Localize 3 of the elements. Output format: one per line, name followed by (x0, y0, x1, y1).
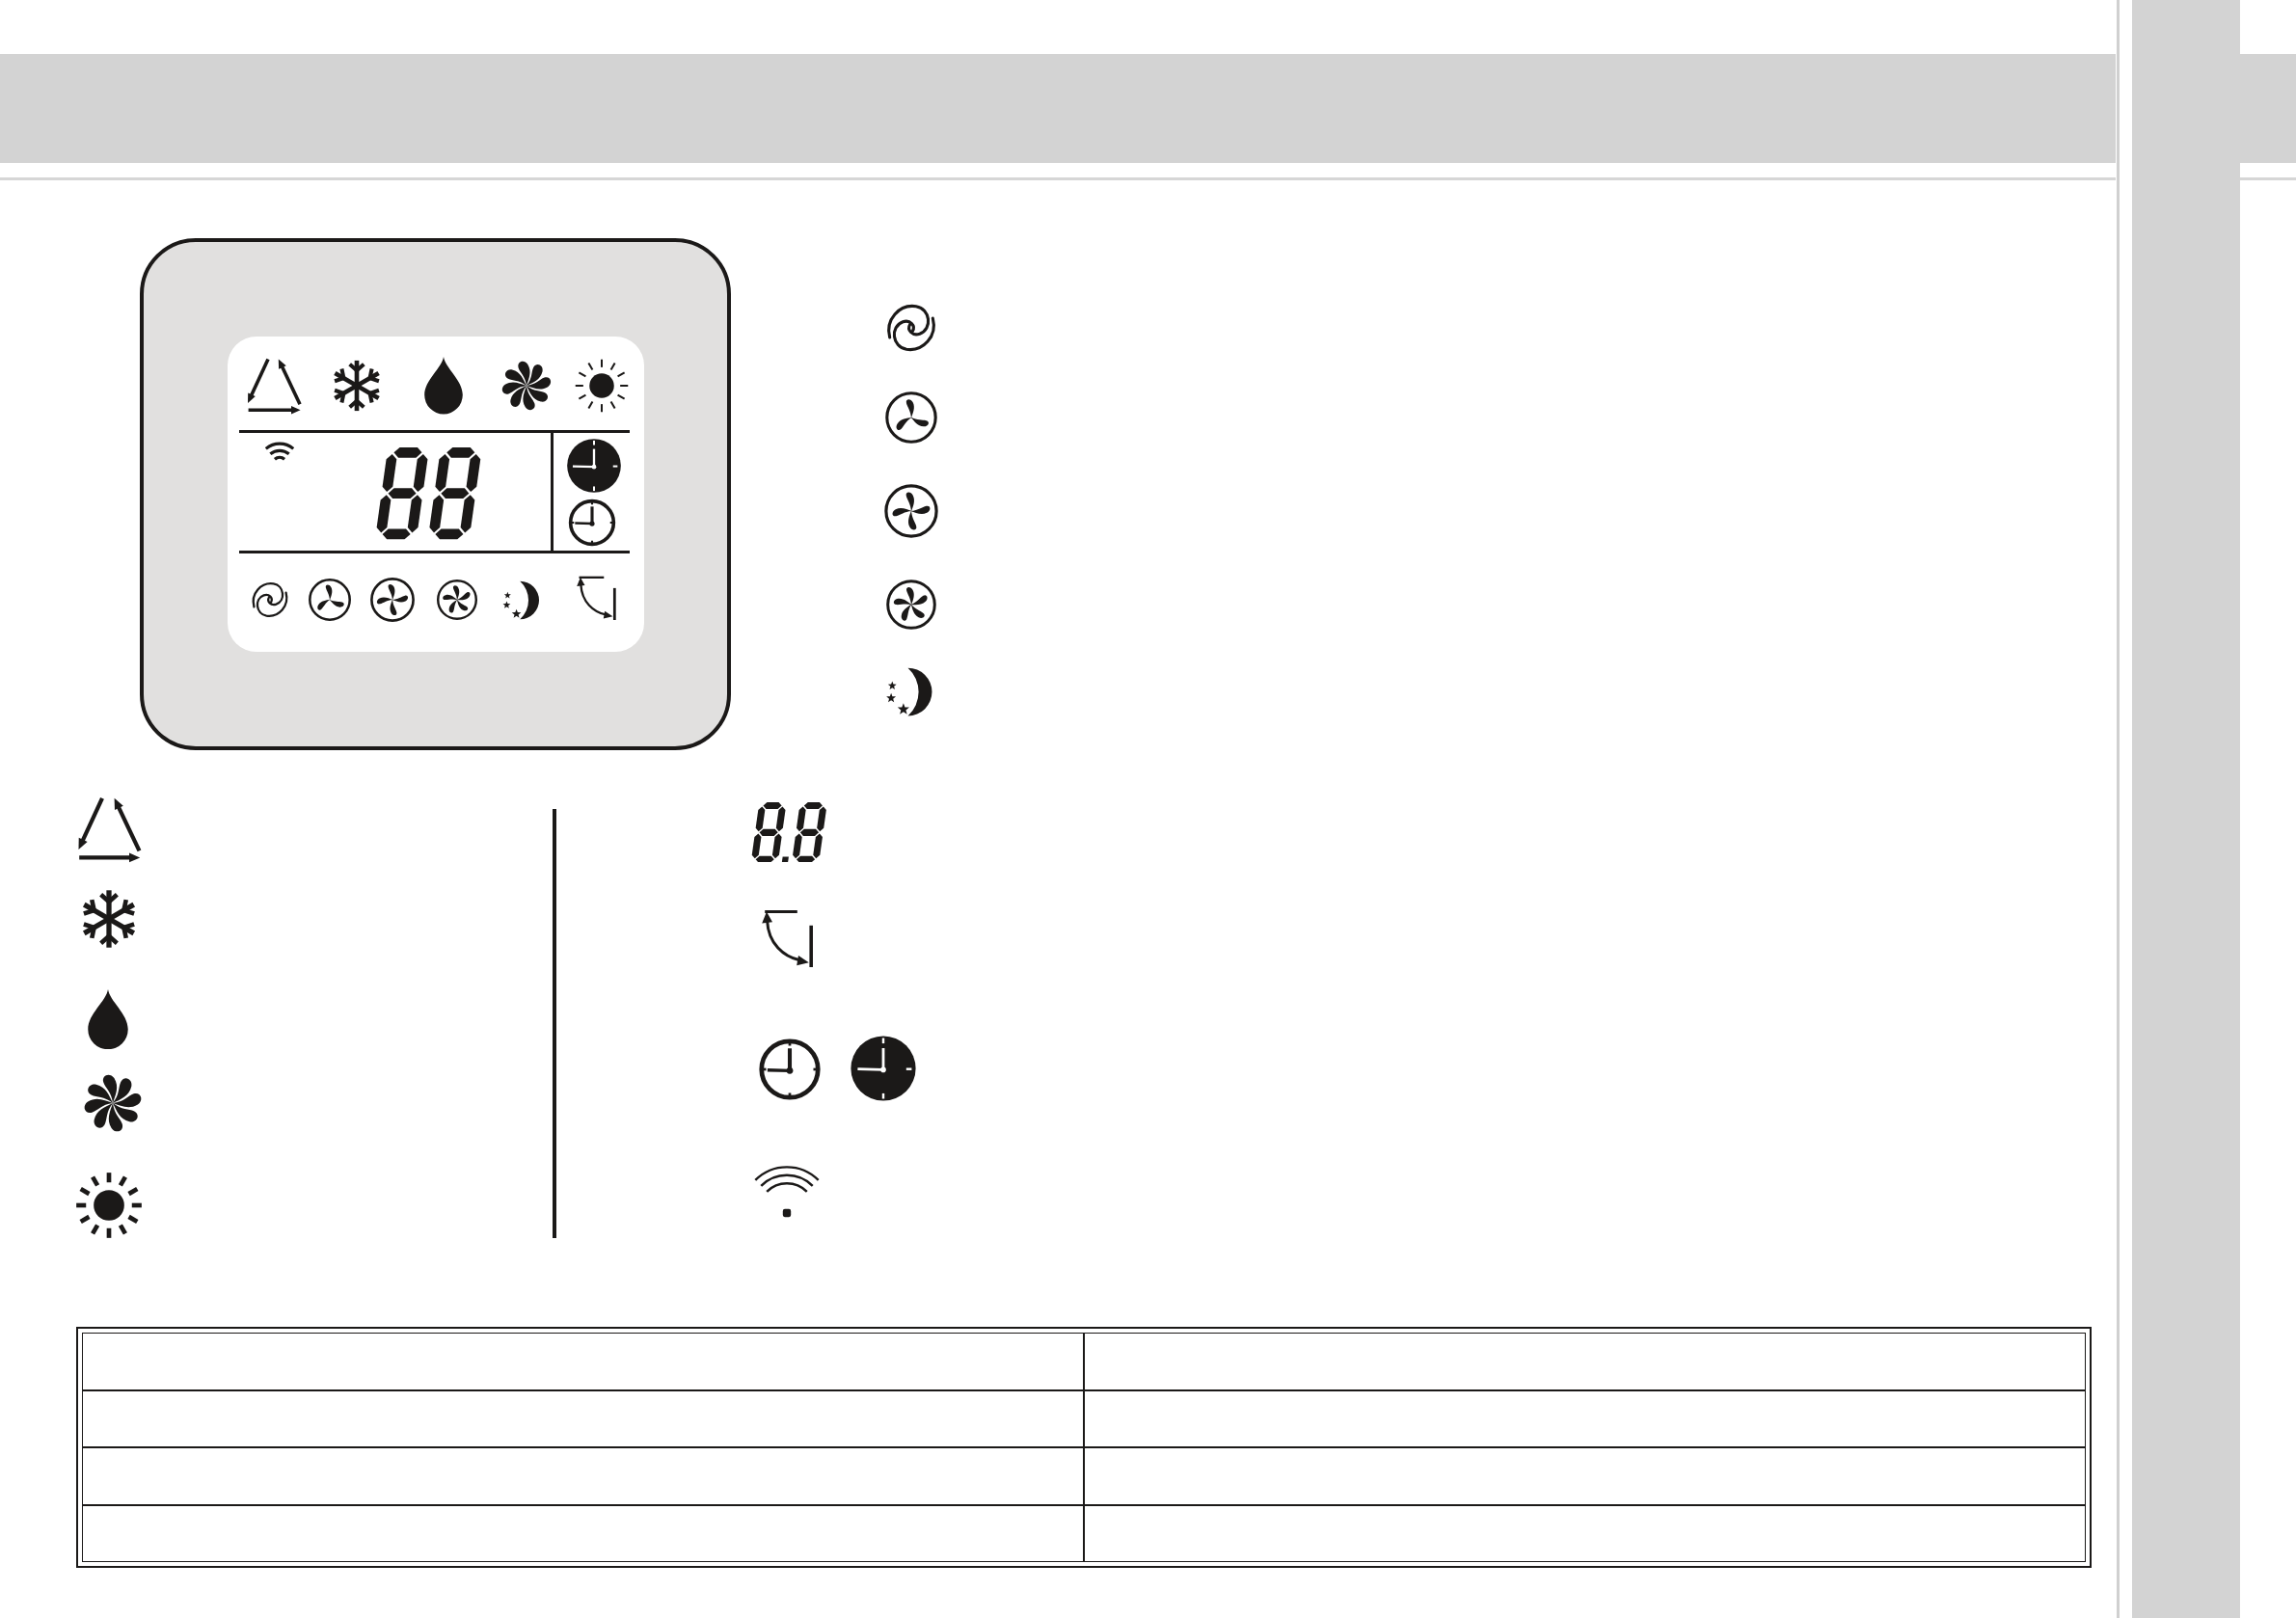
lcd-screen (228, 337, 644, 652)
controller-housing (140, 238, 731, 750)
side-band (2132, 0, 2240, 1618)
